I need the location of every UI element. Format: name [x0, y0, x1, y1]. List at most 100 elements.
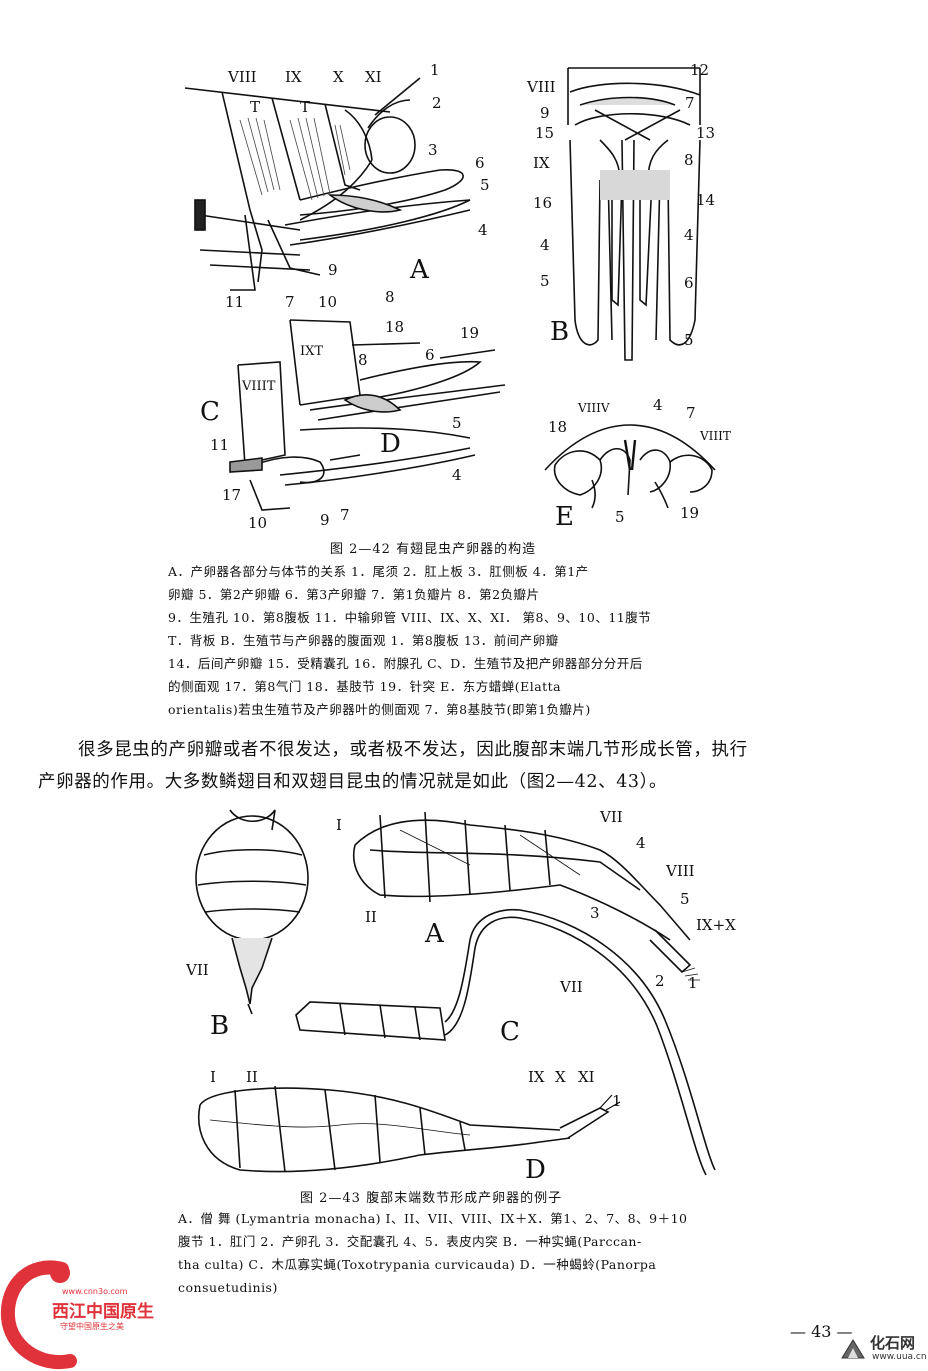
label-A-T2: T	[300, 98, 310, 116]
label-C-10: 10	[248, 514, 267, 532]
label-43-A-IX-X: IX+X	[696, 916, 736, 934]
drawing-B	[568, 68, 700, 360]
label-B-5-right: 5	[684, 331, 694, 349]
legend-line: tha culta) C．木瓜寡实蝇(Toxotrypania curvicau…	[178, 1253, 687, 1276]
label-43-A-1: 1	[688, 974, 698, 992]
watermark-left-url: www.cnn3o.com	[62, 1287, 127, 1296]
label-43-A-VII: VII	[599, 808, 623, 826]
label-A-5: 5	[480, 176, 490, 194]
label-C-VIIIT: VIIIT	[241, 379, 276, 394]
drawing-E	[545, 425, 715, 508]
label-43-B-VII: VII	[185, 961, 209, 979]
figure-2-42-drawings: VIII IX X XI T T 1 2 3 6 5 4 9 11 7 10 8…	[0, 0, 928, 540]
figure-2-43-legend: A．僧 舞 (Lymantria monacha) I、II、VII、VIII、…	[178, 1207, 687, 1299]
watermark-left: www.cnn3o.com 西江中国原生 守望中国原生之美	[0, 1255, 200, 1371]
label-C-6: 6	[425, 346, 435, 364]
label-B-7: 7	[685, 94, 695, 112]
legend-line: 9．生殖孔 10．第8腹板 11．中输卵管 VIII、IX、X、XI． 第8、9…	[168, 606, 651, 629]
legend-line: 14．后间产卵瓣 15．受精囊孔 16．附腺孔 C、D．生殖节及把产卵器部分分开…	[168, 652, 651, 675]
label-B-6: 6	[684, 274, 694, 292]
label-B-4-right: 4	[684, 226, 694, 244]
label-A-letter: A	[409, 255, 430, 285]
label-A-7: 7	[285, 293, 295, 311]
label-C-11: 11	[210, 436, 229, 454]
label-43-A-5: 5	[680, 890, 690, 908]
label-B-9: 9	[540, 104, 550, 122]
watermark-right: 化石网 www.uua.cn	[838, 1330, 924, 1368]
label-A-T1: T	[250, 98, 260, 116]
label-A-roman-XI: XI	[365, 68, 382, 86]
label-43-C-letter: C	[500, 1017, 520, 1047]
label-43-A-II: II	[365, 908, 377, 926]
legend-line: 卵瓣 5．第2产卵瓣 6．第3产卵瓣 7．第1负瓣片 8．第2负瓣片	[168, 583, 651, 606]
label-E-7: 7	[686, 404, 696, 422]
label-C-7: 7	[340, 506, 350, 524]
label-C-19: 19	[460, 324, 479, 342]
label-43-D-X: X	[555, 1068, 566, 1086]
label-43-D-1: 1	[612, 1092, 622, 1110]
label-A-4: 4	[478, 221, 488, 239]
label-A-10: 10	[318, 293, 337, 311]
label-43-D-I: I	[210, 1068, 216, 1086]
watermark-right-brand: 化石网	[870, 1332, 915, 1353]
drawing-CD	[230, 320, 505, 510]
watermark-left-title: 西江中国原生	[52, 1297, 154, 1322]
label-43-C-VII: VII	[559, 978, 583, 996]
paragraph-line: 很多昆虫的产卵瓣或者不很发达，或者极不发达，因此腹部末端几节形成长管，执行	[78, 734, 748, 766]
figure-2-42-legend: A．产卵器各部分与体节的关系 1．尾须 2．肛上板 3．肛侧板 4．第1产 卵瓣…	[168, 560, 651, 721]
label-A-roman-VIII: VIII	[227, 68, 257, 86]
label-B-12: 12	[690, 61, 709, 79]
label-43-D-letter: D	[525, 1155, 546, 1185]
legend-line: orientalis)若虫生殖节及产卵器叶的侧面观 7．第8基肢节(即第1负瓣片…	[168, 698, 651, 721]
legend-line: A．产卵器各部分与体节的关系 1．尾须 2．肛上板 3．肛侧板 4．第1产	[168, 560, 651, 583]
label-C-5: 5	[452, 414, 462, 432]
figure-2-43-drawings: VII B I II VII 4 VIII 3 5 IX+X 2 1 A VII…	[0, 790, 928, 1190]
label-B-14: 14	[696, 191, 715, 209]
drawing-43-A	[354, 812, 700, 980]
label-43-A-VIII: VIII	[665, 862, 695, 880]
label-B-15: 15	[535, 124, 554, 142]
label-E-19: 19	[680, 504, 699, 522]
label-43-D-IX: IX	[528, 1068, 545, 1086]
label-E-letter: E	[555, 502, 574, 532]
label-E-VIIIV: VIIIV	[577, 401, 610, 415]
label-43-A-2: 2	[655, 972, 665, 990]
legend-line: consuetudinis)	[178, 1276, 687, 1299]
label-B-8: 8	[684, 151, 694, 169]
label-C-letter: C	[200, 397, 220, 427]
watermark-right-url: www.uua.cn	[872, 1352, 927, 1362]
label-D-4: 4	[452, 466, 462, 484]
label-43-D-XI: XI	[578, 1068, 595, 1086]
label-E-18: 18	[548, 418, 567, 436]
label-B-4-left: 4	[540, 236, 550, 254]
label-43-A-4: 4	[636, 834, 646, 852]
legend-line: 腹节 1．肛门 2．产卵孔 3．交配囊孔 4、5．表皮内突 B．一种实蝇(Par…	[178, 1230, 687, 1253]
label-B-5-left: 5	[540, 272, 550, 290]
drawing-43-D	[199, 1086, 620, 1172]
label-E-VIIIT: VIIIT	[699, 429, 731, 443]
label-A-3: 3	[428, 141, 438, 159]
label-C-IXT: IXT	[300, 344, 323, 359]
watermark-left-subtitle: 守望中国原生之美	[60, 1321, 124, 1332]
label-A-6: 6	[475, 154, 485, 172]
body-paragraph: 很多昆虫的产卵瓣或者不很发达，或者极不发达，因此腹部末端几节形成长管，执行 产卵…	[78, 734, 748, 798]
label-C-9: 9	[320, 511, 330, 529]
fossil-logo-icon	[838, 1334, 868, 1364]
label-C-8: 8	[358, 351, 368, 369]
label-B-13: 13	[696, 124, 715, 142]
label-43-A-3: 3	[590, 904, 600, 922]
label-D-letter: D	[380, 429, 401, 459]
label-E-4: 4	[653, 396, 663, 414]
label-B-IX: IX	[533, 154, 550, 172]
figure-2-43-caption: 图 2—43 腹部末端数节形成产卵器的例子	[300, 1187, 562, 1206]
label-43-A-letter: A	[424, 919, 445, 949]
label-B-16: 16	[533, 194, 552, 212]
label-43-D-II: II	[246, 1068, 258, 1086]
label-A-11: 11	[225, 293, 244, 311]
label-B-VIII: VIII	[526, 78, 556, 96]
label-B-letter: B	[550, 317, 569, 347]
label-A-9: 9	[328, 261, 338, 279]
legend-line: A．僧 舞 (Lymantria monacha) I、II、VII、VIII、…	[178, 1207, 687, 1230]
legend-line: 的侧面观 17．第8气门 18．基肢节 19．针突 E．东方蜡蝉(Elatta	[168, 675, 651, 698]
label-43-B-letter: B	[210, 1011, 229, 1041]
